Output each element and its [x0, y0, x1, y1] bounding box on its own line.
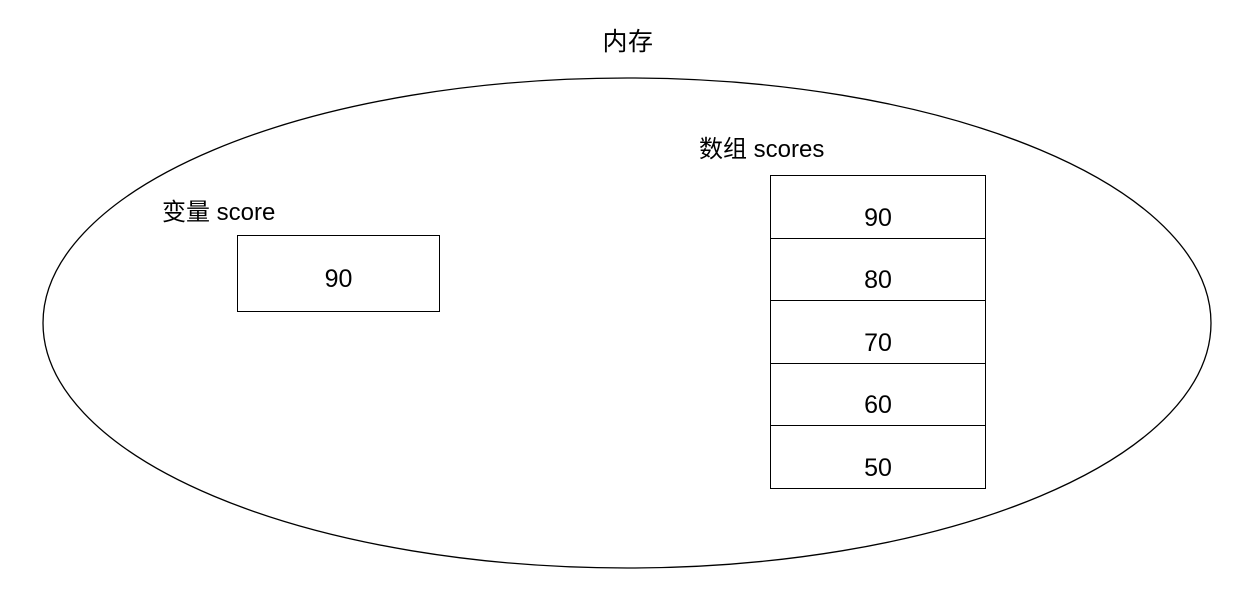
array-cell-value: 50: [864, 453, 892, 482]
array-cell: 50: [771, 426, 985, 488]
array-cell: 80: [771, 239, 985, 302]
memory-ellipse-shape: [42, 77, 1212, 569]
page-title: 内存: [602, 28, 654, 56]
array-cell-value: 90: [864, 203, 892, 232]
array-cell-value: 60: [864, 391, 892, 420]
array-cell-value: 70: [864, 328, 892, 357]
variable-box: 90: [237, 235, 440, 312]
variable-label: 变量 score: [162, 199, 276, 226]
array-cell-value: 80: [864, 266, 892, 295]
array-cell: 70: [771, 301, 985, 364]
variable-value: 90: [324, 265, 353, 293]
array-cell: 60: [771, 364, 985, 427]
array-label: 数组 scores: [699, 136, 825, 163]
array-cell: 90: [771, 176, 985, 239]
array-box: 90 80 70 60 50: [770, 175, 986, 489]
